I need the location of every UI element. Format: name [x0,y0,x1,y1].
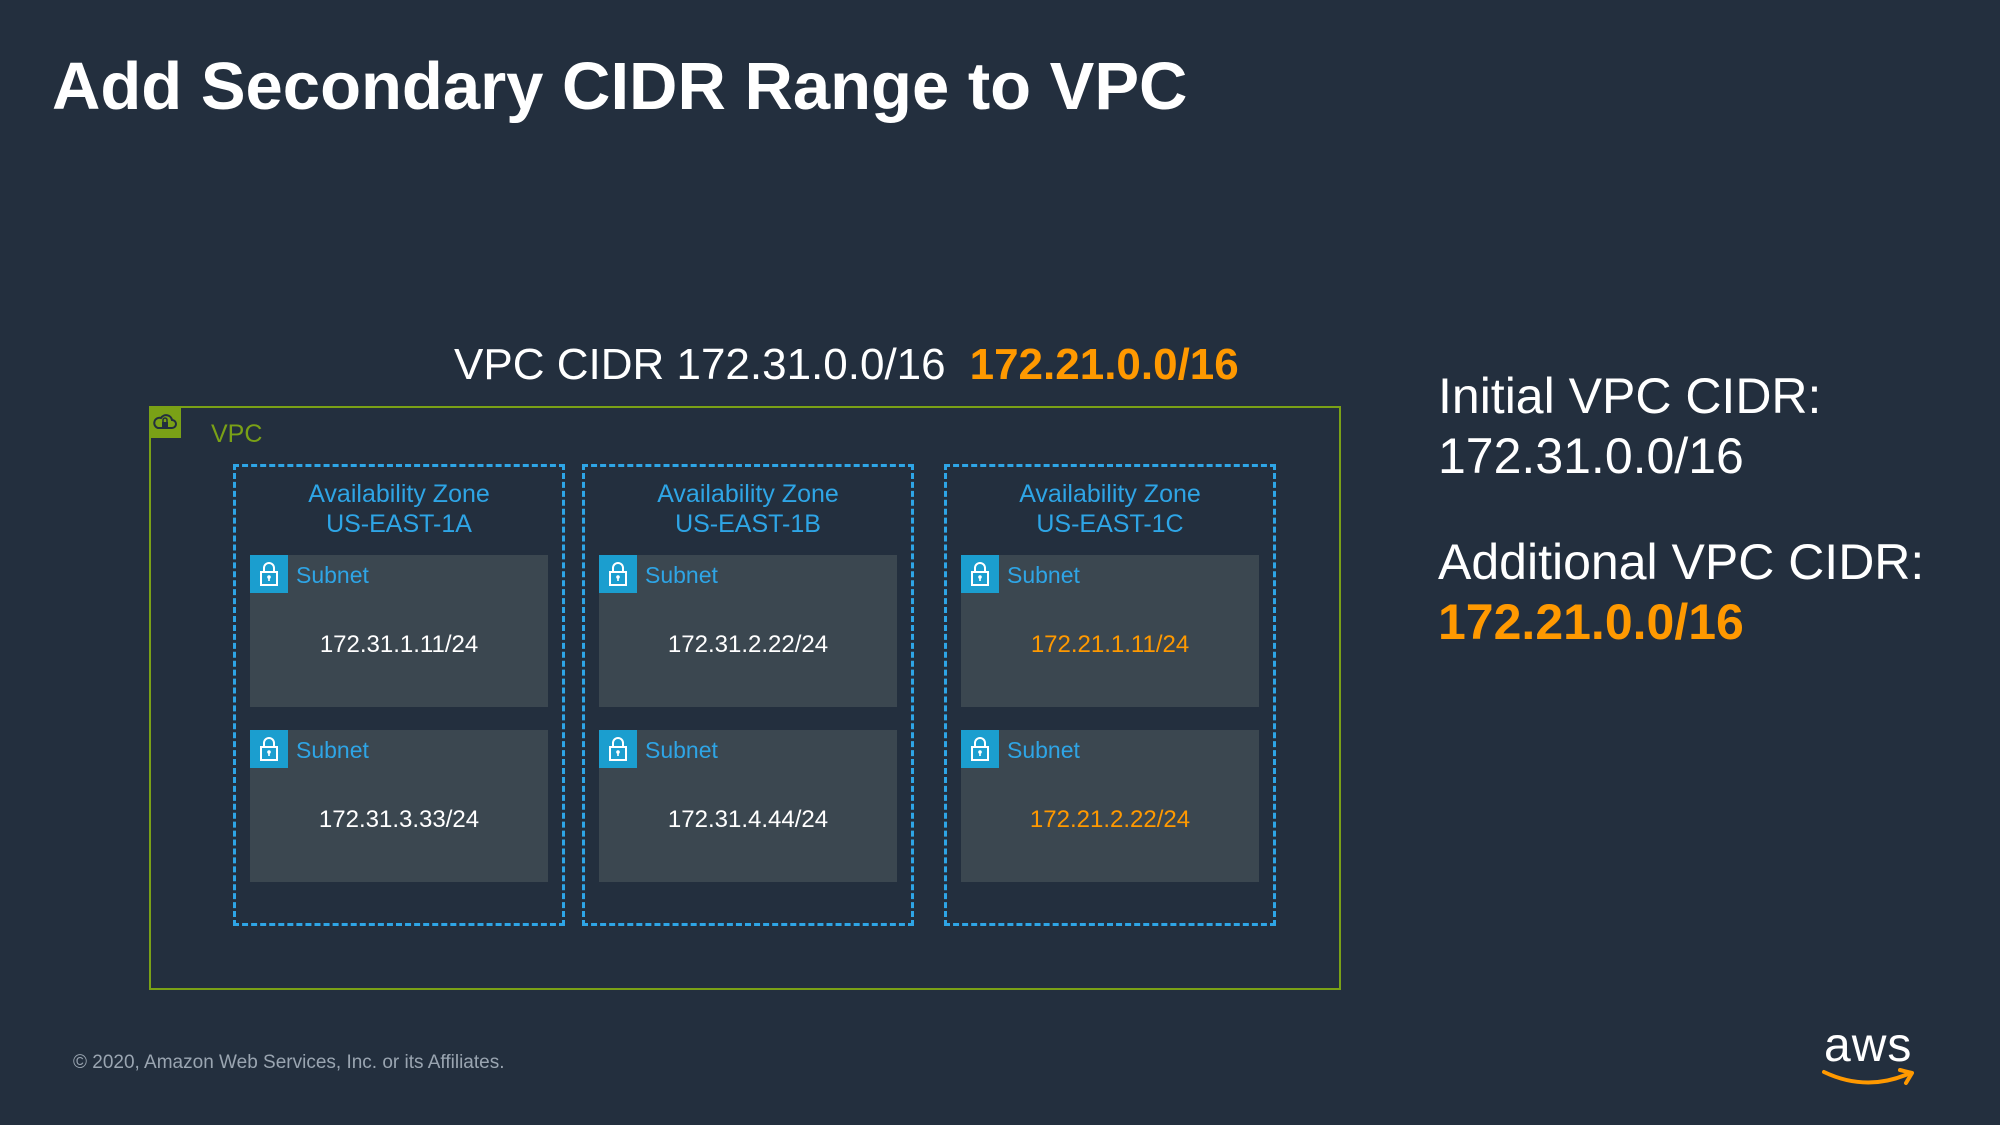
lock-icon [250,555,288,593]
subnet-cidr: 172.31.3.33/24 [318,806,480,833]
lock-icon [961,555,999,593]
az-name-line: US-EAST-1A [326,510,472,538]
az-name-line: US-EAST-1C [1036,510,1184,538]
lock-icon [599,730,637,768]
az-name-line: US-EAST-1B [675,510,821,538]
subnet-label: Subnet [1007,737,1080,763]
subnet-cidr: 172.31.2.22/24 [667,631,829,658]
vpc-cidr-heading: VPC CIDR 172.31.0.0/16 172.21.0.0/16 [454,340,1239,390]
availability-zone-us-east-1b: Availability Zone US-EAST-1B Subnet 172.… [582,464,914,926]
vpc-cidr-primary: VPC CIDR 172.31.0.0/16 [454,340,946,389]
az-title: Availability Zone US-EAST-1C [947,479,1273,539]
aws-smile-icon [1822,1068,1914,1085]
subnet-box: Subnet 172.31.2.22/24 [599,555,897,707]
vpc-container [149,406,1341,990]
initial-cidr-label: Initial VPC CIDR: [1438,368,1822,424]
az-title-line: Availability Zone [657,480,839,508]
copyright-notice: © 2020, Amazon Web Services, Inc. or its… [73,1052,505,1073]
subnet-cidr: 172.21.2.22/24 [1029,806,1191,833]
initial-cidr-value: 172.31.0.0/16 [1438,428,1744,484]
subnet-cidr: 172.31.4.44/24 [667,806,829,833]
subnet-label: Subnet [296,562,369,588]
lock-icon [961,730,999,768]
subnet-box: Subnet 172.31.1.11/24 [250,555,548,707]
subnet-label: Subnet [645,737,718,763]
subnet-label: Subnet [1007,562,1080,588]
subnet-cidr: 172.21.1.11/24 [1030,631,1190,658]
subnet-box: Subnet 172.31.3.33/24 [250,730,548,882]
lock-icon [599,555,637,593]
subnet-label: Subnet [296,737,369,763]
aws-logo-text: aws [1824,1019,1913,1072]
additional-cidr-label: Additional VPC CIDR: [1438,534,1925,590]
slide-title: Add Secondary CIDR Range to VPC [52,49,1188,124]
subnet-box: Subnet 172.31.4.44/24 [599,730,897,882]
subnet-cidr: 172.31.1.11/24 [319,631,479,658]
subnet-box: Subnet 172.21.2.22/24 [961,730,1259,882]
vpc-label: VPC [211,420,263,448]
lock-icon [250,730,288,768]
subnet-label: Subnet [645,562,718,588]
additional-cidr-block: Additional VPC CIDR: 172.21.0.0/16 [1438,532,1924,652]
additional-cidr-value: 172.21.0.0/16 [1438,594,1744,650]
vpc-cloud-icon [149,406,181,438]
subnet-box: Subnet 172.21.1.11/24 [961,555,1259,707]
aws-logo: aws [1820,1018,1920,1090]
az-title-line: Availability Zone [308,480,490,508]
az-title-line: Availability Zone [1019,480,1201,508]
availability-zone-us-east-1c: Availability Zone US-EAST-1C Subnet 172.… [944,464,1276,926]
az-title: Availability Zone US-EAST-1A [236,479,562,539]
vpc-cidr-added: 172.21.0.0/16 [969,340,1239,389]
az-title: Availability Zone US-EAST-1B [585,479,911,539]
initial-cidr-block: Initial VPC CIDR: 172.31.0.0/16 [1438,366,1821,486]
availability-zone-us-east-1a: Availability Zone US-EAST-1A Subnet 172.… [233,464,565,926]
